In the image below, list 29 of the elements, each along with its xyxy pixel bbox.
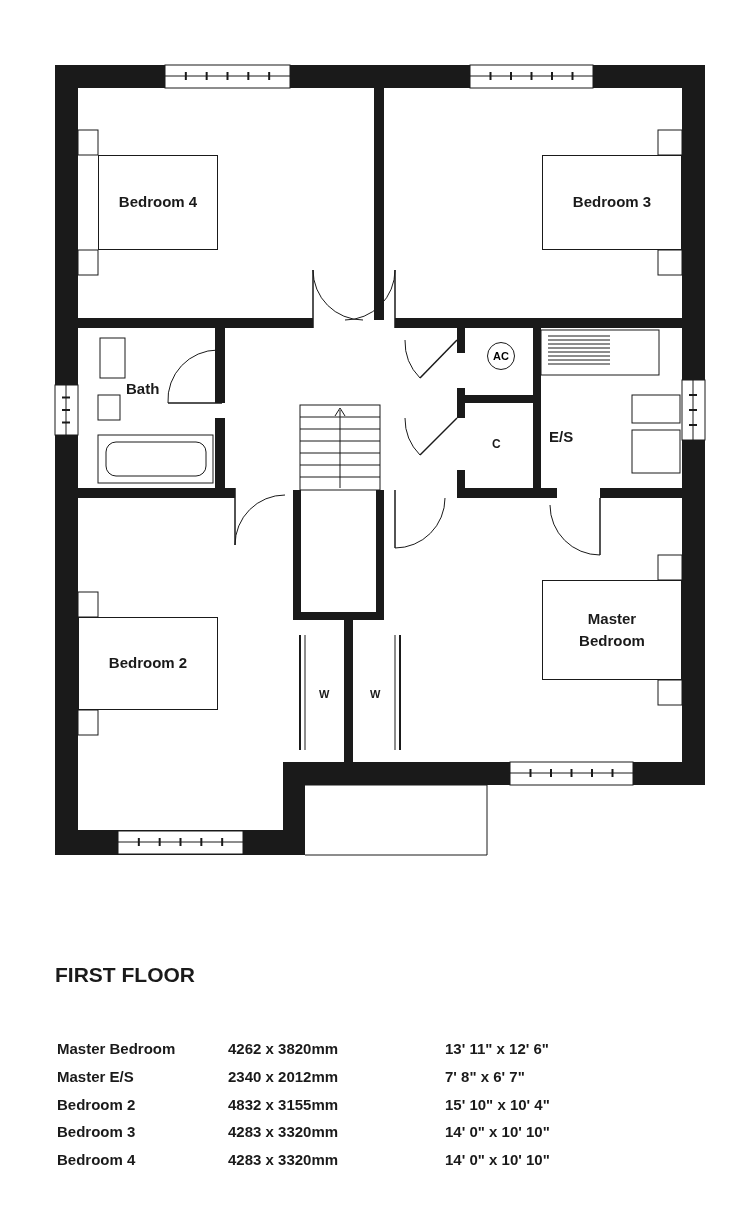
room-dimension: 14' 0" x 10' 10" [445,1123,550,1141]
room-dimension: 14' 0" x 10' 10" [445,1151,550,1169]
room-dimension: 7' 8" x 6' 7" [445,1067,525,1085]
room-dimension: 4262 x 3820mm [228,1040,339,1057]
bed [542,155,682,250]
room-label: W [319,688,330,700]
room-dimension: 15' 10" x 10' 4" [445,1095,550,1113]
room-label: W [370,688,381,700]
room-name: Master Bedroom [57,1040,176,1057]
room-dimension: 2340 x 2012mm [228,1067,339,1085]
floor-title: FIRST FLOOR [55,963,195,987]
room-label: E/S [549,428,574,445]
room-name: Bedroom 4 [57,1151,136,1169]
bed [78,617,218,710]
room-label: Bedroom 2 [108,653,188,674]
room-name: Bedroom 3 [57,1123,136,1141]
room-dimension: 4283 x 3320mm [228,1123,339,1141]
room-dimension: 4283 x 3320mm [228,1151,339,1169]
room-dimension: 4832 x 3155mm [228,1095,339,1113]
room-name: Bedroom 2 [57,1095,136,1113]
bed [542,580,682,680]
room-label: C [492,437,501,451]
room-label: Bedroom 3 [572,192,652,213]
room-label: Bedroom 4 [118,192,198,213]
room-dimension: 13' 11" x 12' 6" [445,1040,549,1057]
bed [98,155,218,250]
room-label: Bath [126,380,160,397]
room-label: Master Bedroom [578,608,646,651]
room-name: Master E/S [57,1067,134,1085]
